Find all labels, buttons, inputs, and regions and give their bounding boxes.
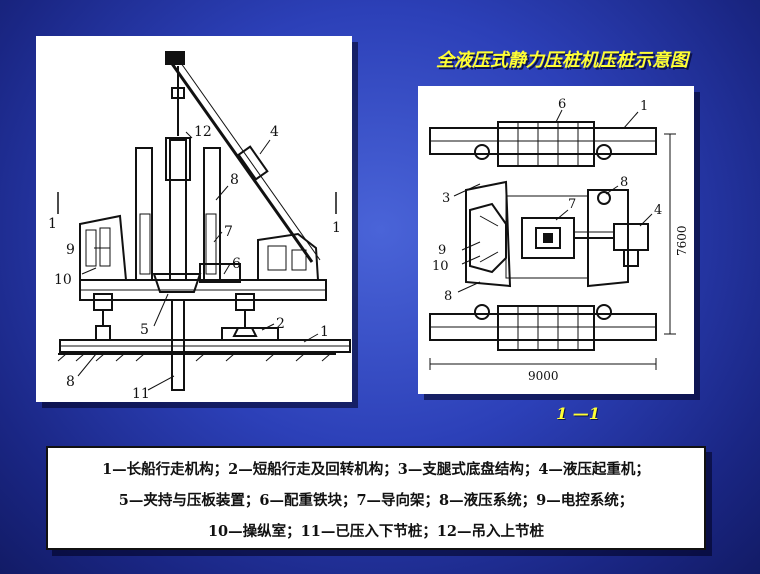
- ground-hatching: [57, 353, 331, 362]
- section-mark-right: 1: [332, 220, 341, 236]
- hook-block: [171, 87, 185, 99]
- elevation-diagram-panel: 12 4 8 7 6 9 10 5 2 1 11 8 1 1: [36, 36, 352, 402]
- legend-line-1: 1—长船行走机构；2—短船行走及回转机构；3—支腿式底盘结构；4—液压起重机；: [102, 461, 650, 478]
- callout-8: 8: [230, 172, 239, 188]
- lower-pile: [171, 299, 185, 391]
- plan-callout-10: 10: [432, 259, 449, 274]
- leg-circle-tr: [596, 144, 612, 160]
- leg-circle-tl: [474, 144, 490, 160]
- hydraulic-unit: [257, 232, 320, 281]
- clamp-device: [152, 273, 202, 293]
- bottom-counterweight: [497, 305, 595, 351]
- control-cabin: [79, 214, 128, 281]
- elevation-diagram: 12 4 8 7 6 9 10 5 2 1 11 8 1 1: [48, 51, 351, 402]
- callout-4: 4: [270, 124, 279, 140]
- top-counterweight: [497, 121, 595, 167]
- width-dimension: 9000: [528, 369, 559, 383]
- height-dimension: 7600: [675, 225, 689, 256]
- callout-8-bottom: 8: [66, 374, 75, 390]
- crane-base: [613, 223, 649, 251]
- legend-line-2: 5—夹持与压板装置；6—配重铁块；7—导向架；8—液压系统；9—电控系统；: [118, 492, 634, 509]
- guide-column-right: [203, 147, 221, 281]
- crane-boom: [166, 57, 314, 263]
- leg-right-top: [235, 293, 255, 311]
- callout-9: 9: [66, 242, 75, 258]
- leg-circle-br: [596, 304, 612, 320]
- section-label: 1 —1: [556, 404, 600, 423]
- cabin: [469, 202, 507, 274]
- leg-left-top: [93, 293, 113, 311]
- plan-callout-8: 8: [620, 175, 628, 190]
- upper-pile: [169, 139, 187, 281]
- callout-7: 7: [224, 224, 233, 240]
- leg-circle-bl: [474, 304, 490, 320]
- guide-column-left: [135, 147, 153, 281]
- plan-callout-8-bottom: 8: [444, 289, 452, 304]
- pile-clamp: [535, 227, 561, 249]
- legend-line-3: 10—操纵室；11—已压入下节桩；12—吊入上节桩: [207, 523, 545, 540]
- callout-12: 12: [194, 124, 212, 140]
- plan-callout-9: 9: [438, 243, 446, 258]
- slide-title: 全液压式静力压桩机压桩示意图: [436, 50, 688, 71]
- callout-5: 5: [140, 322, 149, 338]
- plan-callout-4: 4: [654, 203, 662, 218]
- section-mark-left: 1: [48, 216, 57, 232]
- legend-box: 1—长船行走机构；2—短船行走及回转机构；3—支腿式底盘结构；4—液压起重机； …: [46, 446, 706, 550]
- callout-11: 11: [132, 386, 150, 402]
- left-chassis-beam: [465, 180, 512, 288]
- plan-callout-7: 7: [568, 197, 576, 212]
- callout-2: 2: [276, 316, 285, 332]
- plan-callout-3: 3: [442, 191, 450, 206]
- callout-6: 6: [232, 256, 241, 272]
- callout-10: 10: [54, 272, 72, 288]
- plan-callout-6: 6: [558, 97, 566, 112]
- callout-1: 1: [320, 324, 329, 340]
- plan-diagram-panel: 6 1 3 8 7 4 9 10 8 9000 7600: [418, 86, 694, 394]
- short-boat: [221, 327, 279, 341]
- plan-callout-1: 1: [640, 99, 648, 114]
- plan-diagram: 6 1 3 8 7 4 9 10 8 9000 7600: [429, 97, 689, 383]
